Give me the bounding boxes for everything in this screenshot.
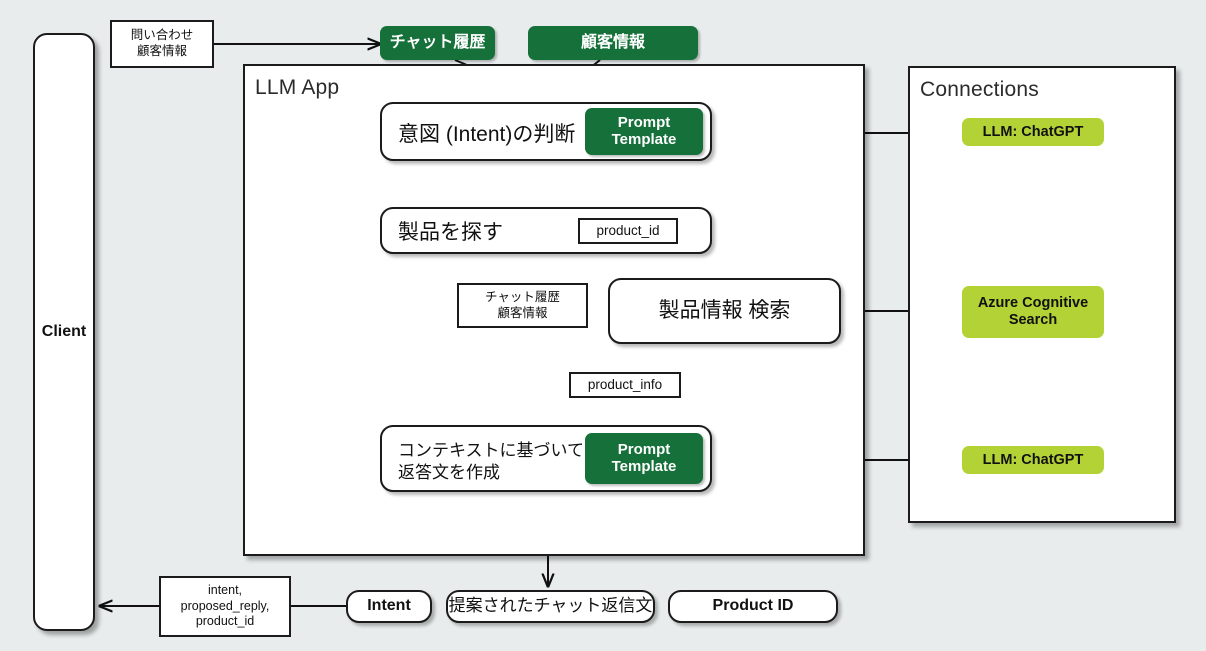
node-find-product[interactable]: 製品を探す bbox=[380, 207, 712, 254]
badge-prompt-template-intent[interactable]: Prompt Template bbox=[585, 108, 703, 155]
input-pill-customer-info[interactable]: 顧客情報 bbox=[528, 26, 698, 60]
data-label-chat-context: チャット履歴 顧客情報 bbox=[457, 283, 588, 328]
badge-prompt-template-intent-line1: Prompt bbox=[617, 113, 671, 131]
data-label-chat-context-line2: 顧客情報 bbox=[497, 305, 548, 320]
data-label-product-id-text: product_id bbox=[596, 222, 660, 238]
connection-azure-cognitive-search-line1: Azure Cognitive bbox=[977, 295, 1089, 312]
input-pill-chat-history-label: チャット履歴 bbox=[389, 34, 486, 52]
badge-prompt-template-intent-line2: Template bbox=[611, 130, 677, 148]
llm-app-title: LLM App bbox=[255, 76, 340, 99]
connections-title: Connections bbox=[920, 78, 1039, 101]
node-find-product-label: 製品を探す bbox=[398, 221, 503, 244]
connection-llm-chatgpt-reply-label: LLM: ChatGPT bbox=[982, 451, 1084, 468]
node-compose-reply-line2: 返答文を作成 bbox=[398, 463, 500, 483]
node-intent-detection-label: 意図 (Intent)の判断 bbox=[398, 123, 576, 146]
output-suggested-reply[interactable]: 提案されたチャット返信文 bbox=[446, 590, 655, 623]
response-payload-line1: intent, bbox=[207, 583, 243, 598]
node-compose-reply-label: コンテキストに基づいて 返答文を作成 bbox=[398, 440, 584, 484]
connection-azure-cognitive-search-line2: Search bbox=[1008, 312, 1058, 328]
badge-prompt-template-reply[interactable]: Prompt Template bbox=[585, 433, 703, 484]
output-product-id[interactable]: Product ID bbox=[668, 590, 838, 623]
connection-llm-chatgpt-intent-label: LLM: ChatGPT bbox=[982, 123, 1084, 140]
node-product-search-label: 製品情報 検索 bbox=[658, 298, 791, 322]
data-label-product-id: product_id bbox=[578, 218, 678, 244]
badge-prompt-template-reply-line1: Prompt bbox=[617, 440, 671, 458]
output-suggested-reply-label: 提案されたチャット返信文 bbox=[448, 596, 653, 616]
request-payload-line1: 問い合わせ bbox=[130, 28, 194, 43]
input-pill-chat-history[interactable]: チャット履歴 bbox=[380, 26, 495, 60]
output-product-id-label: Product ID bbox=[712, 597, 794, 615]
response-payload-label: intent, proposed_reply, product_id bbox=[159, 576, 291, 637]
connection-llm-chatgpt-reply[interactable]: LLM: ChatGPT bbox=[962, 446, 1104, 474]
badge-prompt-template-reply-line2: Template bbox=[611, 457, 677, 475]
client-label: Client bbox=[41, 323, 87, 340]
connection-azure-cognitive-search[interactable]: Azure Cognitive Search bbox=[962, 286, 1104, 338]
data-label-product-info: product_info bbox=[569, 372, 681, 398]
node-compose-reply-line1: コンテキストに基づいて bbox=[398, 441, 584, 460]
request-payload-line2: 顧客情報 bbox=[136, 44, 187, 58]
node-product-search[interactable]: 製品情報 検索 bbox=[608, 278, 841, 344]
request-payload-label: 問い合わせ 顧客情報 bbox=[110, 20, 214, 68]
data-label-product-info-text: product_info bbox=[587, 376, 663, 392]
data-label-chat-context-line1: チャット履歴 bbox=[485, 289, 560, 304]
connection-llm-chatgpt-intent[interactable]: LLM: ChatGPT bbox=[962, 118, 1104, 146]
output-intent[interactable]: Intent bbox=[346, 590, 432, 623]
response-payload-line2: proposed_reply, bbox=[180, 598, 270, 613]
client-box[interactable]: Client bbox=[33, 33, 95, 631]
input-pill-customer-info-label: 顧客情報 bbox=[580, 34, 645, 52]
response-payload-line3: product_id bbox=[195, 614, 255, 629]
output-intent-label: Intent bbox=[367, 597, 411, 615]
